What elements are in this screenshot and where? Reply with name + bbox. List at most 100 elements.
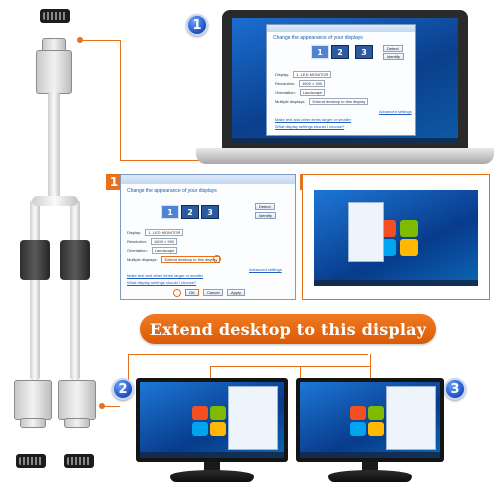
display-settings-help-link[interactable]: What display settings should I choose? bbox=[275, 124, 345, 129]
orientation-label: Orientation: bbox=[127, 248, 148, 253]
text-size-link[interactable]: Make text and other items larger or smal… bbox=[127, 273, 204, 278]
display-row: Display:1. LED MONITOR bbox=[127, 229, 184, 236]
vga-connector-body-icon bbox=[36, 50, 72, 94]
detect-button[interactable]: Detect bbox=[383, 45, 403, 52]
connector-line bbox=[80, 40, 120, 41]
vga-port-top-icon bbox=[40, 9, 70, 23]
orientation-row: Orientation:Landscape bbox=[127, 247, 178, 254]
ferrite-core-icon bbox=[20, 240, 50, 280]
display-select[interactable]: 1. LED MONITOR bbox=[145, 229, 184, 236]
monitor-tile-1[interactable]: 1 bbox=[311, 45, 329, 59]
monitor-tile-3[interactable]: 3 bbox=[201, 205, 219, 219]
laptop-taskbar bbox=[232, 138, 458, 144]
multiple-displays-row: Multiple displays:Extend desktop to this… bbox=[127, 256, 221, 263]
badge-3: 3 bbox=[444, 378, 466, 400]
monitor-3-screen bbox=[300, 382, 440, 458]
desktop-window bbox=[348, 202, 384, 262]
vga-connector-left-icon bbox=[14, 380, 52, 420]
windows-logo-icon bbox=[192, 406, 226, 436]
apply-button[interactable]: Apply bbox=[227, 289, 246, 296]
display-row: Display:1. LED MONITOR bbox=[275, 71, 332, 78]
text-size-link[interactable]: Make text and other items larger or smal… bbox=[275, 117, 352, 122]
dialog-heading: Change the appearance of your displays bbox=[127, 188, 217, 194]
monitor-tile-1[interactable]: 1 bbox=[161, 205, 179, 219]
display-label: Display: bbox=[275, 72, 290, 77]
taskbar bbox=[300, 452, 440, 458]
step-marker-icon bbox=[173, 289, 181, 297]
window-titlebar bbox=[267, 25, 415, 32]
multiple-displays-select[interactable]: Extend desktop to this display bbox=[309, 98, 369, 105]
monitor-tile-3[interactable]: 3 bbox=[355, 45, 373, 59]
display-settings-window bbox=[228, 386, 278, 450]
step-marker-icon bbox=[213, 255, 221, 263]
ok-button[interactable]: OK bbox=[185, 289, 199, 296]
cable-wire bbox=[48, 92, 60, 202]
monitor-3-stand bbox=[328, 470, 412, 482]
multiple-displays-select[interactable]: Extend desktop to this display bbox=[161, 256, 221, 263]
connector-line bbox=[300, 366, 301, 382]
connector-line bbox=[128, 354, 129, 394]
window-titlebar bbox=[121, 175, 295, 184]
cable-split bbox=[32, 196, 78, 206]
vga-connector-right-icon bbox=[58, 380, 96, 420]
vga-connector-right-icon bbox=[64, 418, 90, 428]
advanced-settings-link[interactable]: Advanced settings bbox=[249, 267, 282, 272]
connector-dot bbox=[77, 37, 83, 43]
vga-port-right-icon bbox=[64, 454, 94, 468]
display-settings-window bbox=[386, 386, 436, 450]
display-select[interactable]: 1. LED MONITOR bbox=[293, 71, 332, 78]
laptop-screen: Change the appearance of your displays 1… bbox=[232, 18, 458, 144]
connector-line bbox=[210, 366, 370, 367]
orientation-select[interactable]: Landscape bbox=[151, 247, 178, 254]
windows-logo-icon bbox=[378, 220, 418, 256]
identify-button[interactable]: Identify bbox=[383, 53, 404, 60]
multiple-displays-label: Multiple displays: bbox=[275, 99, 306, 104]
cable-wire-right bbox=[70, 200, 80, 380]
resolution-select[interactable]: 1600 × 900 bbox=[151, 238, 178, 245]
laptop-base bbox=[196, 148, 494, 164]
badge-1: 1 bbox=[186, 14, 208, 36]
vga-connector-left-icon bbox=[20, 418, 46, 428]
connector-line bbox=[120, 160, 200, 161]
resolution-label: Resolution: bbox=[275, 81, 296, 86]
dialog-heading: Change the appearance of your displays bbox=[273, 35, 363, 41]
orientation-select[interactable]: Landscape bbox=[299, 89, 326, 96]
connector-line bbox=[210, 366, 211, 382]
multiple-displays-row: Multiple displays:Extend desktop to this… bbox=[275, 98, 369, 105]
ferrite-core-icon bbox=[60, 240, 90, 280]
monitor-tile-2[interactable]: 2 bbox=[181, 205, 199, 219]
detect-button[interactable]: Detect bbox=[255, 203, 275, 210]
step-2-desktop bbox=[314, 190, 478, 286]
resolution-row: Resolution:1600 × 900 bbox=[275, 80, 326, 87]
laptop-display-settings-window: Change the appearance of your displays 1… bbox=[266, 24, 416, 136]
step-1-badge: 1 bbox=[106, 174, 122, 190]
monitor-2-screen bbox=[140, 382, 284, 458]
cable-wire-left bbox=[30, 200, 40, 380]
badge-2: 2 bbox=[112, 378, 134, 400]
identify-button[interactable]: Identify bbox=[255, 212, 276, 219]
step-1-display-settings-window: Change the appearance of your displays 1… bbox=[120, 174, 296, 300]
taskbar bbox=[314, 280, 478, 286]
windows-logo-icon bbox=[350, 406, 384, 436]
extend-desktop-banner: Extend desktop to this display bbox=[140, 314, 436, 344]
display-label: Display: bbox=[127, 230, 142, 235]
connector-line bbox=[128, 354, 368, 355]
connector-dot bbox=[99, 403, 105, 409]
connector-line bbox=[102, 406, 120, 407]
vga-port-left-icon bbox=[16, 454, 46, 468]
taskbar bbox=[140, 452, 284, 458]
monitor-2-neck bbox=[204, 462, 220, 472]
connector-line bbox=[120, 40, 121, 160]
advanced-settings-link[interactable]: Advanced settings bbox=[379, 109, 412, 114]
connector-line bbox=[370, 354, 371, 382]
resolution-row: Resolution:1600 × 900 bbox=[127, 238, 178, 245]
display-settings-help-link[interactable]: What display settings should I choose? bbox=[127, 280, 197, 285]
resolution-select[interactable]: 1600 × 900 bbox=[299, 80, 326, 87]
monitor-3-neck bbox=[362, 462, 378, 472]
multiple-displays-label: Multiple displays: bbox=[127, 257, 158, 262]
cancel-button[interactable]: Cancel bbox=[203, 289, 224, 296]
monitor-tile-2[interactable]: 2 bbox=[331, 45, 349, 59]
resolution-label: Resolution: bbox=[127, 239, 148, 244]
orientation-row: Orientation:Landscape bbox=[275, 89, 326, 96]
